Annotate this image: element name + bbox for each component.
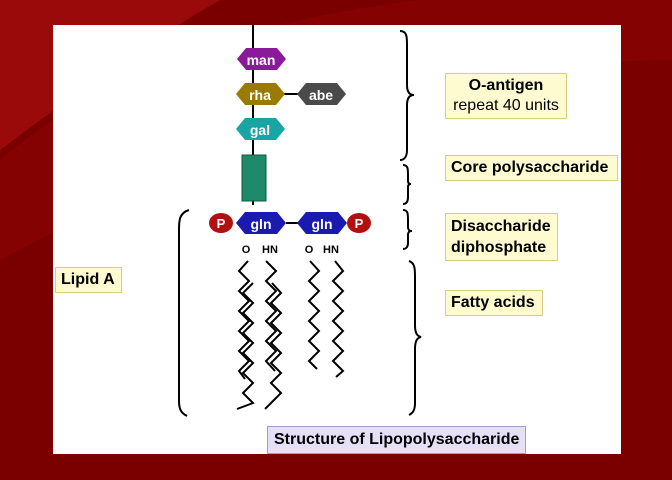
fatty-acid-chains	[236, 260, 345, 410]
fatty-acids-label: Fatty acids	[451, 294, 535, 311]
slide-panel: man rha abe gal P gln	[53, 25, 621, 454]
phosphate-left-label: P	[217, 216, 226, 231]
fatty-acids-brace	[408, 260, 422, 416]
atom-label-right-o: O	[305, 244, 314, 256]
atom-label-left-o: O	[242, 244, 251, 256]
sugar-rha-label: rha	[249, 87, 271, 103]
o-antigen-brace	[399, 30, 415, 161]
sugar-gal-label: gal	[250, 122, 270, 138]
sugar-rha: rha	[236, 83, 285, 105]
sugar-abe: abe	[297, 83, 346, 105]
core-block	[241, 154, 267, 202]
sugar-man: man	[237, 48, 286, 70]
disaccharide-line1: Disaccharide	[451, 218, 551, 235]
fatty-acid-chain-6	[331, 260, 345, 378]
o-antigen-callout: O-antigen repeat 40 units	[445, 73, 567, 119]
disaccharide-brace	[402, 209, 413, 250]
core-polysaccharide-label: Core polysaccharide	[451, 159, 609, 176]
o-antigen-subtitle: repeat 40 units	[453, 97, 559, 114]
fatty-acid-chain-1	[237, 260, 251, 380]
core-brace	[402, 164, 412, 205]
lipid-a-callout: Lipid A	[55, 267, 122, 293]
phosphate-right: P	[347, 213, 371, 233]
fatty-acid-chain-5	[307, 260, 321, 370]
disaccharide-callout: Disaccharide diphosphate	[445, 213, 558, 261]
diagram-caption-text: Structure of Lipopolysaccharide	[274, 431, 520, 448]
sugar-gln-right: gln	[297, 212, 347, 234]
diagram-caption: Structure of Lipopolysaccharide	[267, 426, 527, 454]
sugar-gln-right-label: gln	[312, 216, 333, 232]
core-polysaccharide-callout: Core polysaccharide	[445, 155, 618, 181]
disaccharide-line2: diphosphate	[451, 239, 547, 256]
atom-label-right-hn: HN	[323, 244, 339, 256]
lipid-a-bracket	[178, 209, 190, 417]
atom-label-left-hn: HN	[262, 244, 278, 256]
sugar-gln-left-label: gln	[251, 216, 272, 232]
sugar-gal: gal	[236, 118, 285, 140]
fatty-acids-callout: Fatty acids	[445, 290, 543, 316]
fatty-acid-chain-2	[236, 282, 255, 410]
phosphate-left: P	[209, 213, 233, 233]
o-antigen-title: O-antigen	[468, 77, 544, 94]
lipid-a-label: Lipid A	[61, 271, 115, 288]
sugar-abe-label: abe	[309, 87, 333, 103]
sugar-gln-left: gln	[236, 212, 286, 234]
fatty-acid-chain-4	[264, 282, 283, 410]
sugar-man-label: man	[247, 52, 276, 68]
phosphate-right-label: P	[355, 216, 364, 231]
fatty-acid-chain-3	[264, 260, 278, 372]
lps-diagram: man rha abe gal P gln	[178, 25, 422, 417]
